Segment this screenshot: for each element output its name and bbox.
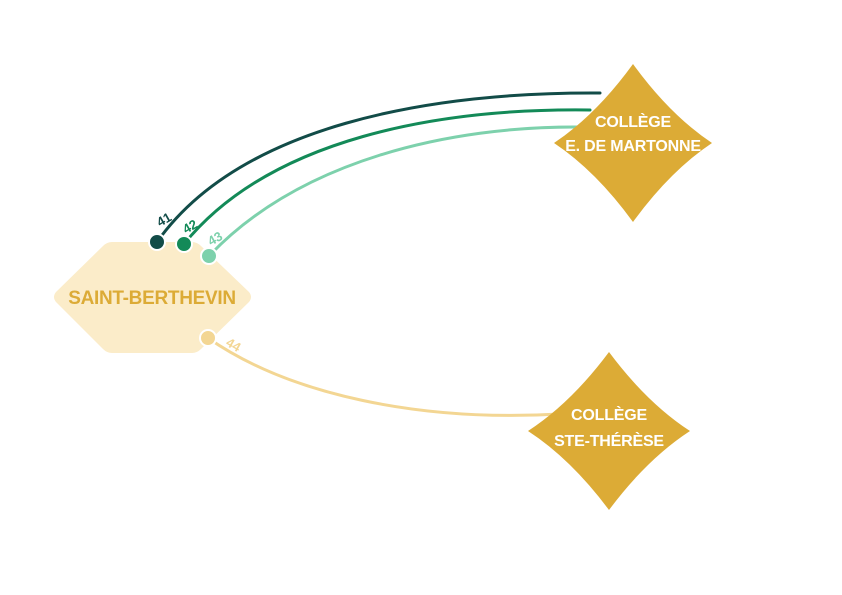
route-41-line: [155, 91, 602, 244]
route-41-number: 41: [154, 209, 174, 229]
route-43-line: [207, 125, 582, 258]
destination-label-line-1: COLLÈGE: [571, 405, 647, 424]
destination-label-line-2: E. DE MARTONNE: [565, 138, 701, 155]
destination-node-therese: COLLÈGE STE-THÉRÈSE: [528, 352, 690, 510]
destination-label-line-2: STE-THÉRÈSE: [554, 431, 664, 450]
route-44-number: 44: [224, 335, 245, 356]
route-43-number: 43: [205, 228, 225, 248]
route-44-endpoint: [199, 329, 217, 347]
route-43-endpoint: [200, 247, 218, 265]
origin-hexagon: [54, 242, 251, 353]
destination-label-line-1: COLLÈGE: [595, 112, 671, 131]
route-endpoints: [148, 233, 218, 347]
destination-diamond-therese: [528, 352, 690, 510]
route-42-endpoint: [175, 235, 193, 253]
destination-node-martonne: COLLÈGE E. DE MARTONNE: [554, 64, 712, 222]
origin-node: SAINT-BERTHEVIN: [54, 242, 251, 353]
route-44-line: [206, 336, 562, 417]
route-41-endpoint: [148, 233, 166, 251]
route-42-line: [182, 108, 592, 246]
origin-label: SAINT-BERTHEVIN: [68, 288, 236, 309]
destination-diamond-martonne: [554, 64, 712, 222]
route-lines: [155, 91, 602, 417]
route-42-number: 42: [180, 216, 200, 236]
